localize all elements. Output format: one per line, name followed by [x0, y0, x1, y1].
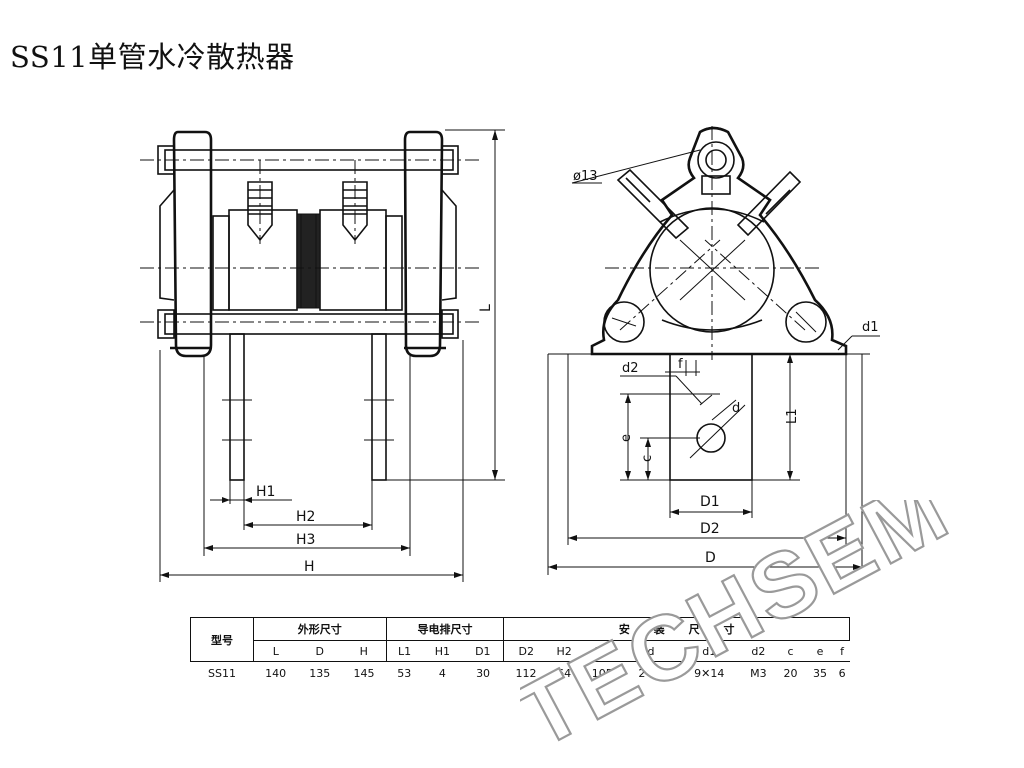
- col-H3: H3: [580, 640, 625, 662]
- col-L1: L1: [386, 640, 423, 662]
- col-d: d: [624, 640, 678, 662]
- dim-label-H3: H3: [296, 532, 315, 548]
- col-H: H: [341, 640, 387, 662]
- header-bus: 导电排尺寸: [386, 617, 505, 641]
- col-f: f: [834, 640, 850, 662]
- header-outline: 外形尺寸: [253, 617, 387, 641]
- dim-label-D: D: [705, 550, 716, 566]
- table-cell: 4: [438, 666, 446, 680]
- table-cell: 6: [838, 666, 846, 680]
- dim-label-d1: d1: [862, 320, 879, 335]
- cell-model: SS11: [208, 666, 236, 680]
- side-view: [140, 129, 505, 582]
- dim-label-L1: L1: [785, 408, 800, 424]
- table-cell: 20: [783, 666, 798, 680]
- column-header-row: L D H L1 H1 D1 D2 H2 H3 d d1 d2 c e f: [191, 640, 850, 662]
- col-H2: H2: [548, 640, 581, 662]
- col-D: D: [297, 640, 342, 662]
- page-title: SS11单管水冷散热器: [10, 40, 295, 74]
- table-cell: 2-φ9: [638, 666, 664, 680]
- table-cell: 112: [515, 666, 537, 680]
- dim-label-D1: D1: [700, 494, 720, 510]
- dim-label-e: e: [619, 434, 634, 442]
- col-d1: d1: [677, 640, 742, 662]
- table-row: SS11 140 135 145 53 4 30 112 64 105 2-φ9…: [191, 662, 850, 685]
- dim-label-L: L: [478, 304, 494, 312]
- dim-label-H: H: [304, 559, 315, 575]
- dim-label-H2: H2: [296, 509, 315, 525]
- table-cell: 35: [812, 666, 827, 680]
- dim-label-d2: d2: [622, 361, 639, 376]
- col-D1: D1: [462, 640, 505, 662]
- dim-label-c: c: [640, 455, 655, 462]
- table-cell: 53: [397, 666, 412, 680]
- table-cell: 105: [591, 666, 613, 680]
- col-c: c: [775, 640, 806, 662]
- header-install: 安 装 尺 寸: [503, 617, 850, 641]
- col-d2: d2: [741, 640, 776, 662]
- col-e: e: [805, 640, 835, 662]
- header-model: 型号: [190, 617, 254, 662]
- table-cell: 64: [557, 666, 572, 680]
- table-cell: 135: [309, 666, 331, 680]
- col-L: L: [253, 640, 298, 662]
- table-cell: M3: [750, 666, 767, 680]
- col-D2: D2: [503, 640, 549, 662]
- table-cell: 145: [353, 666, 375, 680]
- table-cell: 9✕14: [694, 666, 725, 680]
- dimension-table: 型号 外形尺寸 导电排尺寸 安 装 尺 寸 L D H L1 H1 D1 D2 …: [190, 617, 850, 684]
- dim-label-D2: D2: [700, 521, 720, 537]
- table-cell: 30: [476, 666, 491, 680]
- col-H1: H1: [422, 640, 463, 662]
- dim-label-d: d: [732, 401, 740, 416]
- dim-label-phi13: ø13: [573, 169, 598, 184]
- front-view: [547, 126, 880, 575]
- dim-label-f: f: [678, 357, 683, 372]
- table-cell: 140: [265, 666, 287, 680]
- dim-label-H1: H1: [256, 484, 275, 500]
